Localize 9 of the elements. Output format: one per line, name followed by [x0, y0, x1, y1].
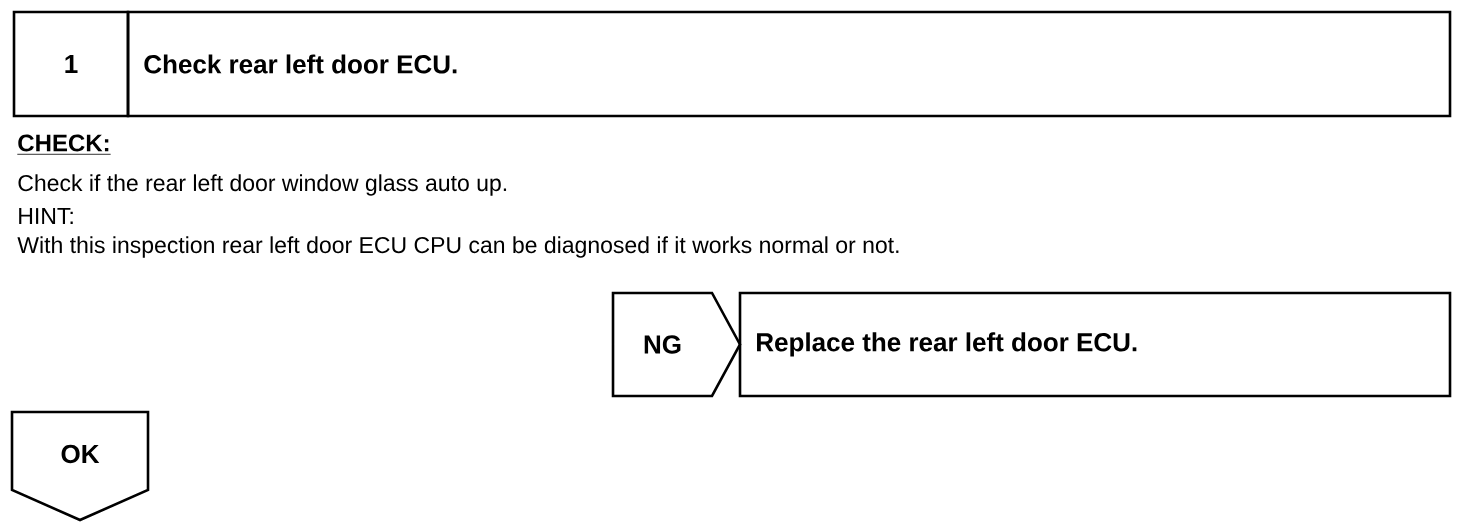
- section-heading: CHECK:: [16, 134, 112, 155]
- step-number-box: 1: [12, 10, 130, 118]
- result-tag: NG: [611, 291, 742, 398]
- result-tag: OK: [10, 410, 150, 522]
- hint-text: With this inspection rear left door ECU CPU can be diagnosed if it works normal or not.: [17, 236, 899, 258]
- check-text: Check if the rear left door window glass auto up.: [18, 174, 507, 196]
- step-title-box: Check rear left door ECU.: [126, 10, 1452, 118]
- hint-label: HINT:: [19, 208, 73, 224]
- action-box: Replace the rear left door ECU.: [738, 291, 1452, 398]
